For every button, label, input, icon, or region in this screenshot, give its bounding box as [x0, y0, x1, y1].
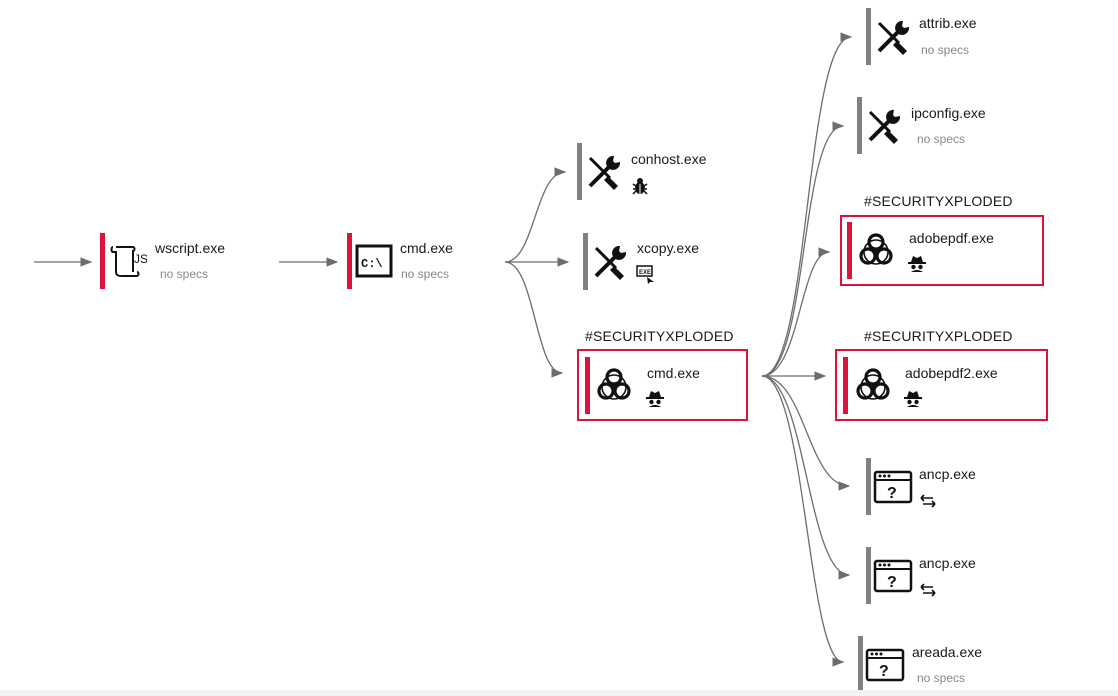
bug-icon	[632, 178, 648, 195]
svg-text:?: ?	[887, 485, 897, 502]
tools-icon	[588, 155, 621, 190]
security-tag: #SECURITYXPLODED	[585, 328, 734, 344]
process-specs: no specs	[917, 671, 966, 685]
svg-text:C:\: C:\	[361, 257, 383, 271]
malicious-frame	[840, 215, 1044, 286]
process-specs: no specs	[160, 267, 209, 281]
process-name: areada.exe	[912, 644, 983, 660]
process-name: ancp.exe	[919, 555, 976, 571]
unknown-window-icon: ?	[873, 470, 913, 504]
edge-cmd-conhost	[504, 167, 567, 263]
process-bar	[858, 636, 863, 693]
process-bar	[866, 8, 871, 65]
process-bar	[857, 97, 862, 154]
exe-drop-icon: EXE	[636, 265, 654, 284]
process-name: ipconfig.exe	[911, 105, 986, 121]
edge-cmd-cmd2	[504, 261, 564, 378]
script-js-icon: JS	[110, 246, 147, 277]
edge-cmd2-ancp2	[761, 375, 851, 580]
process-bar	[583, 233, 588, 290]
swap-arrows-icon	[920, 494, 936, 508]
process-name: xcopy.exe	[637, 240, 699, 256]
svg-text:EXE: EXE	[639, 270, 651, 276]
svg-text:?: ?	[879, 663, 889, 680]
biohazard-icon	[859, 233, 893, 265]
process-name: ancp.exe	[919, 466, 976, 482]
process-bar	[843, 357, 848, 414]
edge-cmd2-areada	[761, 375, 845, 667]
edge-cmd2-ancp1	[761, 375, 851, 491]
process-name: adobepdf2.exe	[905, 365, 998, 381]
edge-cmd2-adobepdf	[761, 247, 831, 377]
edge-cmd2-ipconfig	[761, 121, 845, 377]
process-name: conhost.exe	[631, 151, 707, 167]
unknown-window-icon: ?	[873, 559, 913, 593]
process-bar	[585, 357, 590, 414]
biohazard-icon	[597, 368, 631, 400]
terminal-icon: C:\	[355, 244, 393, 278]
biohazard-icon	[856, 368, 890, 400]
tools-icon	[594, 245, 627, 280]
process-specs: no specs	[401, 267, 450, 281]
svg-text:JS: JS	[134, 252, 147, 266]
process-bar	[847, 222, 852, 279]
spy-icon	[646, 391, 664, 407]
spy-icon	[908, 256, 926, 272]
process-bar	[866, 547, 871, 604]
svg-text:?: ?	[887, 574, 897, 591]
process-bar	[866, 458, 871, 515]
security-tag: #SECURITYXPLODED	[864, 328, 1013, 344]
swap-arrows-icon	[920, 583, 936, 597]
malicious-frame	[835, 349, 1048, 421]
edge-cmd2-attrib	[761, 32, 853, 377]
process-name: attrib.exe	[919, 15, 977, 31]
scroll-edge	[0, 690, 1118, 696]
spy-icon	[904, 391, 922, 407]
process-specs: no specs	[921, 43, 970, 57]
process-specs: no specs	[917, 132, 966, 146]
process-bar	[100, 233, 105, 289]
security-tag: #SECURITYXPLODED	[864, 193, 1013, 209]
process-bar	[577, 143, 582, 200]
malicious-frame	[577, 349, 748, 421]
process-name: adobepdf.exe	[909, 230, 994, 246]
process-bar	[347, 233, 352, 289]
process-name: wscript.exe	[155, 240, 226, 256]
process-name: cmd.exe	[647, 365, 700, 381]
tools-icon	[868, 109, 901, 144]
unknown-window-icon: ?	[865, 648, 905, 682]
tools-icon	[877, 20, 910, 55]
process-name: cmd.exe	[400, 240, 453, 256]
